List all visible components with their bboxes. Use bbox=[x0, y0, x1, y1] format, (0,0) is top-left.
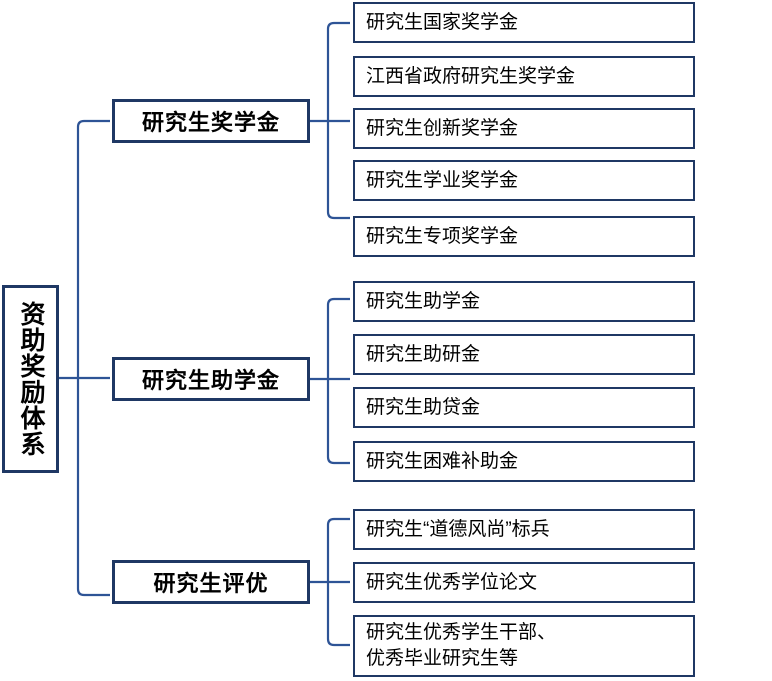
branch-node-label: 研究生助学金 bbox=[141, 368, 280, 393]
leaf-node-label: 研究生国家奖学金 bbox=[366, 11, 519, 33]
leaf-node[interactable]: 研究生“道德风尚”标兵 bbox=[353, 509, 695, 550]
branch-node-scholarship[interactable]: 研究生奖学金 bbox=[112, 99, 310, 143]
leaf-node[interactable]: 研究生国家奖学金 bbox=[353, 2, 695, 43]
leaf-node[interactable]: 研究生助贷金 bbox=[353, 387, 695, 428]
branch-node-awards[interactable]: 研究生评优 bbox=[112, 560, 310, 604]
root-node-label: 资助奖励体系 bbox=[17, 301, 45, 457]
leaf-node-label: 研究生“道德风尚”标兵 bbox=[366, 518, 550, 540]
branch2-bracket bbox=[326, 297, 350, 465]
leaf-node[interactable]: 研究生优秀学位论文 bbox=[353, 562, 695, 603]
leaf-node[interactable]: 研究生助学金 bbox=[353, 281, 695, 322]
leaf-node[interactable]: 研究生创新奖学金 bbox=[353, 108, 695, 149]
leaf-node-label: 研究生助学金 bbox=[366, 290, 481, 312]
root-bracket bbox=[76, 119, 110, 597]
leaf-node[interactable]: 江西省政府研究生奖学金 bbox=[353, 56, 695, 97]
leaf-node-label: 研究生困难补助金 bbox=[366, 450, 519, 472]
leaf-node-label: 研究生助研金 bbox=[366, 343, 481, 365]
leaf-node[interactable]: 研究生困难补助金 bbox=[353, 441, 695, 482]
leaf-node-label: 研究生专项奖学金 bbox=[366, 225, 519, 247]
branch1-bracket bbox=[326, 21, 350, 220]
leaf-node-label: 研究生创新奖学金 bbox=[366, 117, 519, 139]
leaf-node-label: 研究生优秀学生干部、 优秀毕业研究生等 bbox=[366, 622, 557, 669]
leaf-node-label: 研究生助贷金 bbox=[366, 396, 481, 418]
leaf-node-label: 江西省政府研究生奖学金 bbox=[366, 65, 576, 87]
branch3-bracket bbox=[326, 517, 350, 647]
leaf-node[interactable]: 研究生学业奖学金 bbox=[353, 160, 695, 201]
leaf-node-label: 研究生学业奖学金 bbox=[366, 169, 519, 191]
root-node[interactable]: 资助奖励体系 bbox=[2, 285, 59, 473]
branch-node-label: 研究生评优 bbox=[153, 571, 269, 596]
leaf-node-label: 研究生优秀学位论文 bbox=[366, 571, 538, 593]
leaf-node[interactable]: 研究生助研金 bbox=[353, 334, 695, 375]
branch-node-stipend[interactable]: 研究生助学金 bbox=[112, 357, 310, 401]
leaf-node[interactable]: 研究生优秀学生干部、 优秀毕业研究生等 bbox=[353, 615, 695, 677]
leaf-node[interactable]: 研究生专项奖学金 bbox=[353, 216, 695, 257]
branch-node-label: 研究生奖学金 bbox=[141, 110, 280, 135]
